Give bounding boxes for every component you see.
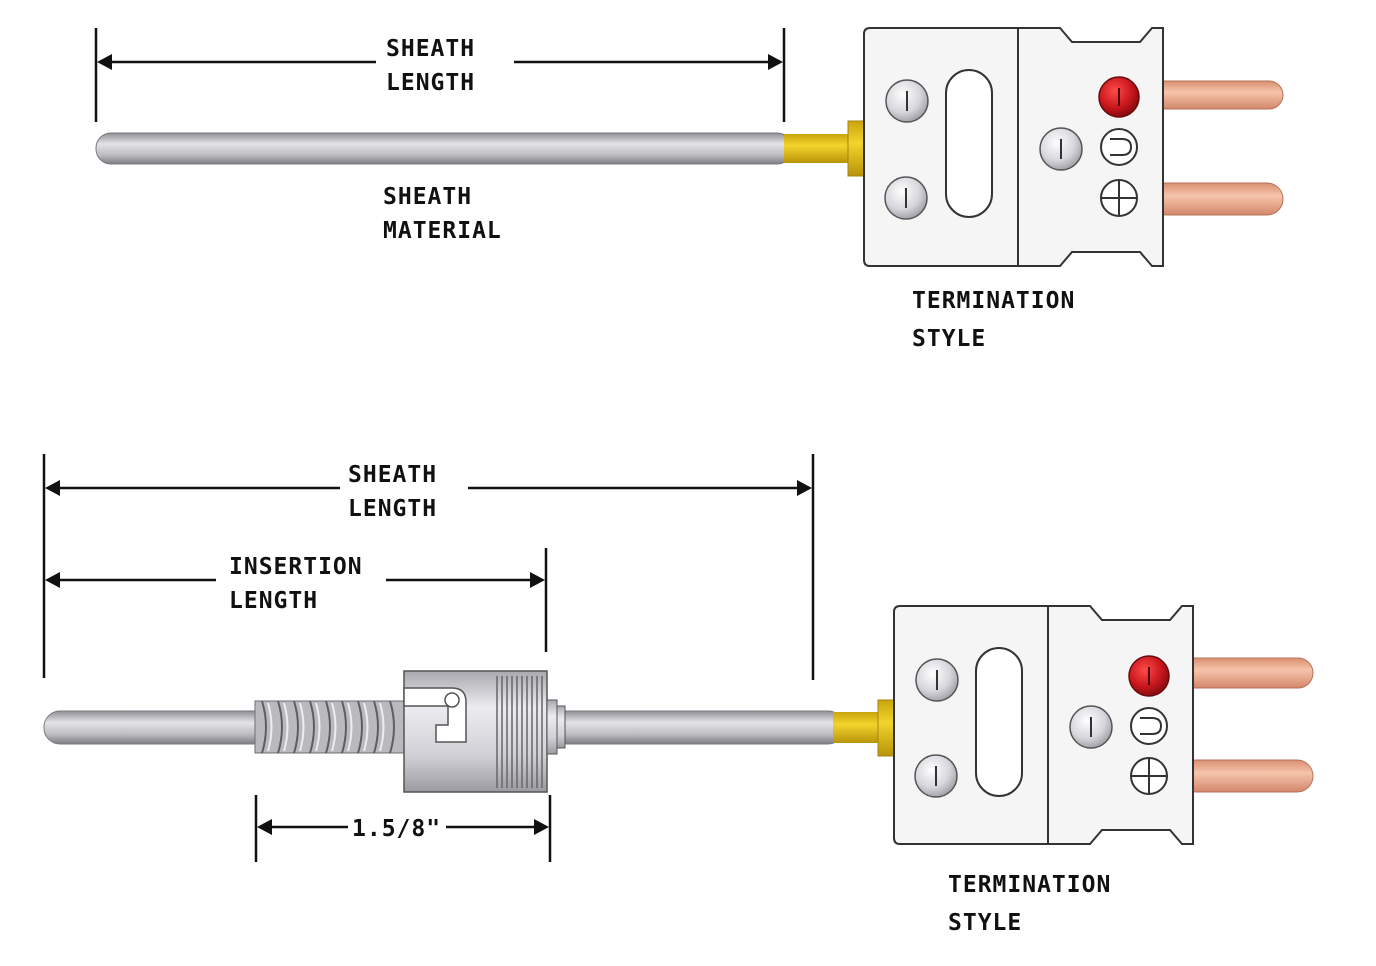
- bottom-screw-2: [914, 754, 958, 798]
- top-transition-flange: [847, 120, 865, 177]
- bottom-red-screw: [1128, 655, 1170, 697]
- bottom-connector-body: [893, 605, 1194, 845]
- bottom-transition-flange: [877, 699, 895, 757]
- top-sheath-length-label-1: SHEATH: [386, 36, 475, 62]
- top-termination-label-1: TERMINATION: [912, 288, 1075, 314]
- bottom-probe: SHEATH LENGTH INSERTION LENGTH: [42, 454, 1314, 936]
- top-polarity-plus-icon: [1100, 179, 1138, 217]
- top-red-screw: [1098, 76, 1140, 118]
- top-sheath-material-label-2: MATERIAL: [383, 218, 502, 244]
- bottom-termination-label-2: STYLE: [948, 910, 1022, 936]
- bottom-sheath-length-label-1: SHEATH: [348, 462, 437, 488]
- bottom-sheath-length-dimension: [42, 454, 815, 680]
- top-screw-3: [1039, 127, 1083, 171]
- top-probe: SHEATH LENGTH SHEATH MATERIAL: [94, 27, 1284, 352]
- top-connector-body: [863, 27, 1164, 267]
- bottom-pin-negative: [1179, 759, 1314, 793]
- top-sheath-rod: [95, 132, 793, 165]
- bottom-polarity-plus-icon: [1130, 757, 1168, 795]
- bottom-sheath-length-label-2: LENGTH: [348, 496, 437, 522]
- bottom-connector-slot: [975, 647, 1023, 797]
- top-transition: [784, 134, 850, 163]
- bottom-screw-3: [1069, 705, 1113, 749]
- insertion-length-label-2: LENGTH: [229, 588, 318, 614]
- spring-dimension: [254, 795, 552, 862]
- top-sheath-material-label-1: SHEATH: [383, 184, 472, 210]
- top-sheath-length-dimension: [94, 28, 786, 122]
- top-screw-1: [885, 79, 929, 123]
- insertion-length-dimension: [45, 548, 548, 652]
- top-polarity-u-icon: [1100, 128, 1138, 166]
- top-sheath-length-label-2: LENGTH: [386, 70, 475, 96]
- bottom-transition: [833, 712, 881, 743]
- top-pin-negative: [1149, 182, 1284, 216]
- top-screw-2: [884, 176, 928, 220]
- top-connector-slot: [945, 69, 993, 218]
- insertion-length-label-1: INSERTION: [229, 554, 363, 580]
- bottom-termination-label-1: TERMINATION: [948, 872, 1111, 898]
- compression-nut: [403, 670, 566, 793]
- bottom-polarity-u-icon: [1130, 707, 1168, 745]
- top-termination-label-2: STYLE: [912, 326, 986, 352]
- spring-dimension-label: 1.5/8": [352, 816, 441, 842]
- bottom-pin-positive: [1179, 657, 1314, 689]
- bottom-screw-1: [915, 658, 959, 702]
- top-pin-positive: [1149, 80, 1284, 110]
- spring: [254, 700, 406, 754]
